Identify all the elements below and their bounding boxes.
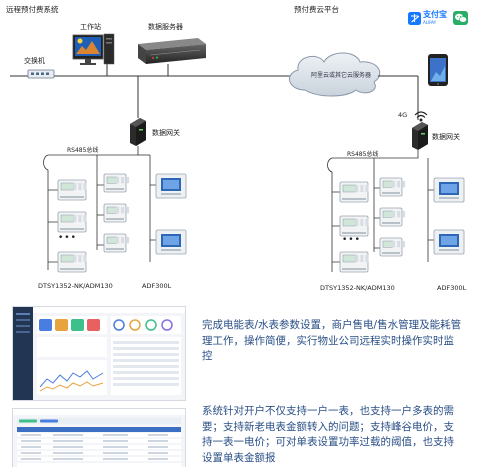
din-meter xyxy=(103,173,130,193)
din-meter xyxy=(379,177,406,197)
wifi-signal-icon xyxy=(414,111,428,122)
system-topology-diagram xyxy=(10,11,468,273)
data-server-icon xyxy=(138,38,206,64)
bus-left-lines xyxy=(43,146,156,270)
adf300l-meter xyxy=(155,229,187,255)
din-meter xyxy=(379,207,406,227)
bus-left-label: RS485总线 xyxy=(67,147,99,154)
bus-right-label: RS485总线 xyxy=(347,151,379,158)
alipay-sub-text: ALIPAY xyxy=(423,20,437,25)
mobile-phone-icon xyxy=(428,54,448,86)
adf300l-meter xyxy=(433,229,465,255)
din-meter xyxy=(103,203,130,223)
dashboard-screenshot-2 xyxy=(12,408,186,467)
left-system-title: 远程预付费系统 xyxy=(6,5,59,14)
wechat-pay-icon xyxy=(453,11,468,25)
gateway-right-label: 数据网关 xyxy=(432,133,460,141)
dots-left: ••• xyxy=(58,233,77,243)
description-2-text: 系统针对开户不仅支持一户一表，也支持一户多表的需要；支持新老电表金额转入的问题；… xyxy=(202,405,454,464)
data-server-label: 数据服务器 xyxy=(148,23,183,31)
energy-meter xyxy=(57,179,87,201)
adf-left-label: ADF300L xyxy=(142,282,172,290)
right-platform-title: 预付费云平台 xyxy=(294,5,339,14)
adf-right-label: ADF300L xyxy=(437,284,467,292)
energy-meter xyxy=(57,211,87,233)
alipay-icon xyxy=(408,12,421,25)
workstation-icon xyxy=(72,33,115,65)
switch-icon xyxy=(27,69,55,79)
gateway-left-icon xyxy=(130,118,146,146)
workstation-label: 工作站 xyxy=(80,23,101,31)
description-1-text: 完成电能表/水表参数设置，商户售电/售水管理及能耗管理工作，操作简便，实行物业公… xyxy=(202,319,462,362)
meter-model-right-label: DTSY1352-NK/ADM130 xyxy=(320,284,395,292)
cloud-server-icon xyxy=(289,52,381,97)
energy-meter xyxy=(339,251,369,273)
bus-right-lines xyxy=(327,150,434,272)
meter-model-left-label: DTSY1352-NK/ADM130 xyxy=(38,282,113,290)
dashboard-preview xyxy=(13,307,185,400)
din-meter xyxy=(379,237,406,257)
adf300l-meter xyxy=(155,173,187,199)
gateway-right-icon xyxy=(412,122,428,150)
din-meter xyxy=(103,233,130,253)
signal-label: 4G xyxy=(398,111,408,119)
alipay-text: 支付宝 xyxy=(423,10,447,19)
dots-right: ••• xyxy=(342,235,361,245)
description-2: 系统针对开户不仅支持一户一表，也支持一户多表的需要；支持新老电表金额转入的问题；… xyxy=(202,404,464,466)
account-table-preview xyxy=(13,409,185,467)
adf300l-meter xyxy=(433,177,465,203)
energy-meter xyxy=(339,215,369,237)
energy-meter xyxy=(57,251,87,273)
gateway-left-label: 数据网关 xyxy=(152,129,180,137)
energy-meter xyxy=(339,181,369,203)
switch-label: 交换机 xyxy=(24,57,45,65)
dashboard-screenshot-1 xyxy=(12,306,186,401)
description-1: 完成电能表/水表参数设置，商户售电/售水管理及能耗管理工作，操作简便，实行物业公… xyxy=(202,318,464,365)
cloud-label: 阿里云或其它云服务器 xyxy=(311,72,372,79)
